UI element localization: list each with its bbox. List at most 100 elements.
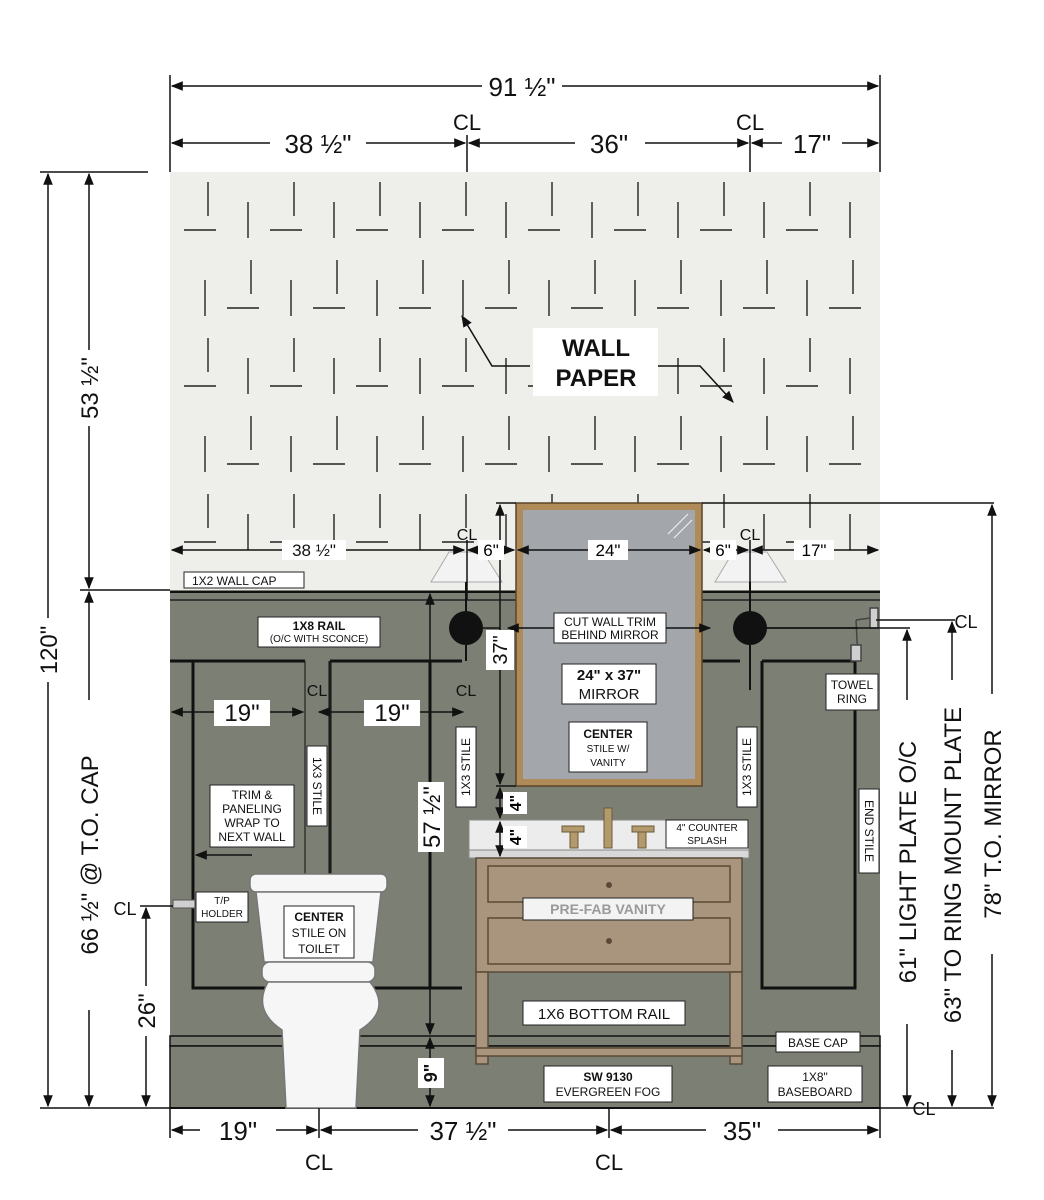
center-stile-vanity-line1: CENTER — [583, 727, 633, 741]
baseboard-label-line2: BASEBOARD — [778, 1085, 853, 1099]
paint-label-box — [543, 1065, 673, 1103]
toilet-center-line3: TOILET — [298, 942, 340, 956]
tp-holder-line1: T/P — [214, 896, 230, 907]
vanity-label-box — [522, 897, 694, 921]
dim-left-tp: 26" — [134, 993, 161, 1028]
centerline-bottom-1: CL — [305, 1150, 333, 1175]
wall-cap-label: 1X2 WALL CAP — [192, 574, 276, 588]
dim-light-plate: 61" LIGHT PLATE O/C — [895, 741, 922, 983]
stile-mid-label-box — [455, 726, 477, 808]
centerline-towel: CL — [954, 612, 977, 632]
baseboard-label-box — [767, 1065, 863, 1103]
rail-label-line2: (O/C WITH SCONCE) — [270, 634, 368, 645]
tp-holder-line2: HOLDER — [201, 909, 243, 920]
panel-stile-lines — [304, 661, 331, 875]
dim-left-cap: 66 ½" @ T.O. CAP — [77, 755, 104, 954]
center-stile-vanity-line3: VANITY — [590, 758, 626, 769]
dim-bottom-seg3: 35" — [723, 1116, 761, 1146]
dim-four-b: 4" — [508, 829, 525, 845]
wallpaper-label-line2: PAPER — [556, 365, 637, 392]
mirror-size-label-box — [561, 663, 657, 705]
paint-label-line1: SW 9130 — [583, 1070, 633, 1084]
bottom-rail-label: 1X6 BOTTOM RAIL — [538, 1006, 670, 1023]
stile-left-label: 1X3 STILE — [310, 757, 324, 815]
trim-paneling-line1: TRIM & — [232, 788, 273, 802]
trim-paneling-line3: WRAP TO — [224, 816, 279, 830]
wall-cap-label-box — [183, 571, 305, 589]
base-cap-label: BASE CAP — [788, 1036, 848, 1050]
end-stile-label-box — [858, 788, 880, 874]
splash-label-box — [665, 819, 749, 849]
dim-bottom-seg2: 37 ½" — [429, 1116, 496, 1146]
wallpaper-pattern — [184, 182, 861, 550]
bottom-rail-label-box — [522, 1000, 686, 1026]
stile-right-label-box — [736, 726, 758, 808]
center-stile-vanity-box — [568, 721, 648, 773]
towel-ring — [850, 607, 879, 662]
dim-panel-left: 19" — [224, 700, 259, 727]
rail-label-box — [257, 616, 381, 648]
wallpaper-leader-arrows — [461, 314, 734, 403]
dim-left-wallpaper: 53 ½" — [77, 357, 104, 419]
dim-mirror-top: 78" T.O. MIRROR — [980, 729, 1007, 918]
dim-mid-seg5: 17" — [802, 541, 827, 560]
dim-rail-height: 57 ½" — [419, 786, 446, 848]
cut-trim-label-line1: CUT WALL TRIM — [564, 615, 656, 629]
centerline-top-1: CL — [453, 110, 481, 135]
wallpaper-label-line1: WALL — [562, 335, 630, 362]
wallpaper-label-box — [533, 328, 658, 396]
centerline-bottom-2: CL — [595, 1150, 623, 1175]
splash-label-line1: 4" COUNTER — [676, 823, 737, 834]
dim-top-seg3: 17" — [793, 129, 831, 159]
dim-top-overall: 91 ½" — [488, 72, 555, 102]
centerline-top-2: CL — [736, 110, 764, 135]
towel-ring-label-box — [825, 673, 879, 711]
dim-panel-right: 19" — [374, 700, 409, 727]
toilet-center-line2: STILE ON — [292, 926, 347, 940]
centerline-sconce-right: CL — [740, 527, 761, 544]
stile-right-label: 1X3 STILE — [740, 738, 754, 796]
end-stile-label: END STILE — [862, 800, 876, 862]
centerline-floor-right: CL — [912, 1099, 935, 1119]
center-stile-vanity-line2: STILE W/ — [587, 744, 630, 755]
trim-paneling-label-box — [209, 784, 295, 848]
splash-label-line2: SPLASH — [687, 836, 726, 847]
mirror-glare — [667, 513, 693, 539]
cut-trim-label-line2: BEHIND MIRROR — [561, 628, 659, 642]
tp-holder — [172, 899, 196, 909]
dim-four-a: 4" — [508, 795, 525, 811]
dim-mid-seg3: 24" — [596, 541, 621, 560]
mirror-size-label-line2: MIRROR — [579, 686, 640, 703]
cut-trim-label-box — [553, 612, 667, 644]
base-cap-label-box — [775, 1031, 861, 1053]
mirror-size-label-line1: 24" x 37" — [577, 667, 641, 684]
paint-label-line2: EVERGREEN FOG — [556, 1085, 661, 1099]
vanity-label: PRE-FAB VANITY — [550, 901, 666, 917]
centerline-symbols: CL CL CL CL CL CL CL CL CL CL CL — [113, 110, 977, 1175]
trim-paneling-line4: NEXT WALL — [218, 830, 286, 844]
dim-left-overall: 120" — [36, 626, 63, 675]
dim-bottom-seg1: 19" — [219, 1116, 257, 1146]
dim-ring-mount: 63" TO RING MOUNT PLATE — [940, 707, 967, 1023]
baseboard-label-line1: 1X8" — [802, 1070, 828, 1084]
dim-mid-seg1: 38 ½" — [292, 541, 336, 560]
dim-top-seg1: 38 ½" — [284, 129, 351, 159]
toilet-center-line1: CENTER — [294, 910, 344, 924]
centerline-panel-2: CL — [456, 683, 477, 700]
stile-left-label-box — [306, 745, 328, 827]
centerline-sconce-left: CL — [457, 527, 478, 544]
towel-ring-label-line2: RING — [837, 692, 867, 706]
centerline-tp: CL — [113, 899, 136, 919]
rail-label-line1: 1X8 RAIL — [293, 619, 346, 633]
dim-mid-seg2: 6" — [483, 541, 499, 560]
dim-mirror-height: 37" — [490, 635, 512, 664]
dim-mid-seg4: 6" — [715, 541, 731, 560]
dim-base-height: 9" — [421, 1064, 441, 1083]
base-cap — [169, 1035, 881, 1047]
centerline-panel-1: CL — [307, 683, 328, 700]
tp-holder-label-box — [195, 891, 249, 923]
stile-mid-label: 1X3 STILE — [459, 738, 473, 796]
dim-top-seg2: 36" — [590, 129, 628, 159]
trim-paneling-line2: PANELING — [222, 802, 282, 816]
